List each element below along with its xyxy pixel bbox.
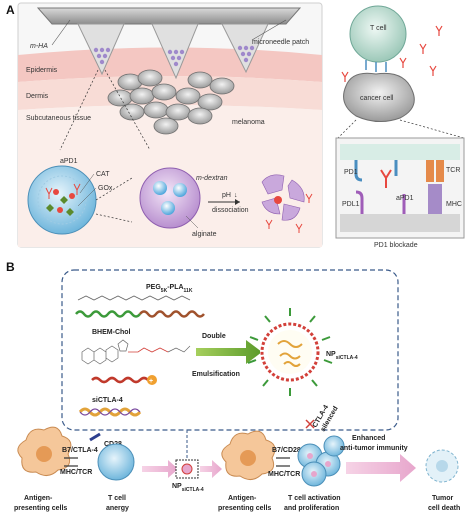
microneedle-patch <box>36 7 302 25</box>
tcell-anergy-l2: anergy <box>106 505 129 512</box>
tcell-anergy-l1: T cell <box>108 495 126 502</box>
melanoma-cluster <box>107 69 235 135</box>
pla-label: -PLA <box>167 284 183 291</box>
double-label: Double <box>202 333 226 340</box>
arrow-2 <box>200 460 222 478</box>
peg-sub: 5K <box>161 288 168 294</box>
t-cell <box>349 5 407 63</box>
dissociated-sphere <box>261 174 313 233</box>
pdl1-label: PDL1 <box>342 201 360 208</box>
pd1-blockade-section: T cell cancer cell PD1 PDL1 <box>335 5 465 249</box>
bhem-chol-block: BHEM-Chol + <box>81 329 191 385</box>
pd1-label: PD1 <box>344 169 358 176</box>
pla-sub: 11K <box>184 288 193 294</box>
ph-label: pH <box>222 192 231 199</box>
activated-tcells <box>297 435 345 487</box>
apc-2-label-l1: Antigen- <box>228 495 257 502</box>
np-bottom-sub: siCTLA-4 <box>182 487 204 493</box>
np-sub: siCTLA-4 <box>336 355 358 361</box>
tumor-l1: Tumor <box>432 495 454 502</box>
mhc-tcr-1-label: MHC/TCR <box>60 469 92 476</box>
mhc-label: MHC <box>446 201 462 208</box>
b7-ctla-label: B7/CTLA-4 <box>62 447 98 454</box>
svg-text:PEG5K-PLA11K: PEG5K-PLA11K <box>146 284 193 294</box>
mha-label: m-HA <box>30 43 48 50</box>
arrow-3 <box>346 454 416 482</box>
panel-a-letter: A <box>6 3 15 17</box>
tumor-l2: cell death <box>428 505 460 512</box>
bhem-label: BHEM-Chol <box>92 329 131 336</box>
apc-2 <box>221 430 276 480</box>
tcell-label: T cell <box>370 25 387 32</box>
skin-section: m-HA microneedle patch Epidermis Dermis … <box>17 2 323 248</box>
svg-text:+: + <box>149 378 153 385</box>
emulsification-arrow: Double Emulsification <box>192 333 262 378</box>
sictla-label: siCTLA-4 <box>92 397 123 404</box>
peg-label: PEG <box>146 284 161 291</box>
tcr-label: TCR <box>446 167 460 174</box>
cancer-cell <box>343 72 415 122</box>
apc-1-label-l2: presenting cells <box>14 505 67 512</box>
cancer-label: cancer cell <box>360 95 394 102</box>
epidermis-label: Epidermis <box>26 67 58 74</box>
melanoma-label: melanoma <box>232 119 265 126</box>
emulsification-label: Emulsification <box>192 371 240 378</box>
np-label: NP <box>326 351 336 358</box>
enhanced-l2: anti-tumor immunity <box>340 445 408 452</box>
dermis-label: Dermis <box>26 93 49 100</box>
dissociation-label: dissociation <box>212 207 249 214</box>
tumor-cell <box>425 449 459 483</box>
gox-label: GOx <box>98 185 113 192</box>
mhc-tcr-2-label: MHC/TCR <box>268 471 300 478</box>
cancer-membrane <box>340 214 460 232</box>
enhanced-l1: Enhanced <box>352 435 385 442</box>
apc-1-label-l1: Antigen- <box>24 495 53 502</box>
arrow-1 <box>142 460 178 478</box>
mdextran-label: m-dextran <box>196 175 228 182</box>
subcutaneous-label: Subcutaneous tissue <box>26 115 91 122</box>
np-sictla <box>247 308 333 396</box>
blockade-caption: PD1 blockade <box>374 242 418 249</box>
b7-cd28-label: B7/CD28 <box>272 447 301 454</box>
apd1-label: aPD1 <box>60 158 78 165</box>
apd1-blockade-label: aPD1 <box>396 195 414 202</box>
np-bottom-label: NP <box>172 483 182 490</box>
ph-arrow: ↓ <box>234 192 238 199</box>
activation-l2: and proliferation <box>284 505 339 512</box>
sictla-block: siCTLA-4 <box>78 397 142 417</box>
cat-label: CAT <box>96 171 110 178</box>
alginate-label: alginate <box>192 231 217 238</box>
activation-l1: T cell activation <box>288 495 341 502</box>
patch-label: microneedle patch <box>252 39 309 46</box>
microsphere <box>139 167 201 229</box>
t-cell-anergy <box>97 443 135 481</box>
svg-text:NPsiCTLA-4: NPsiCTLA-4 <box>326 351 358 361</box>
apc-2-label-l2: presenting cells <box>218 505 271 512</box>
nanoparticle-detail <box>27 165 97 235</box>
panel-b-letter: B <box>6 260 15 274</box>
tcell-membrane <box>340 144 460 160</box>
apc-1 <box>17 426 72 476</box>
peg-pla-block: PEG5K-PLA11K <box>75 284 205 318</box>
svg-text:NPsiCTLA-4: NPsiCTLA-4 <box>172 483 204 493</box>
